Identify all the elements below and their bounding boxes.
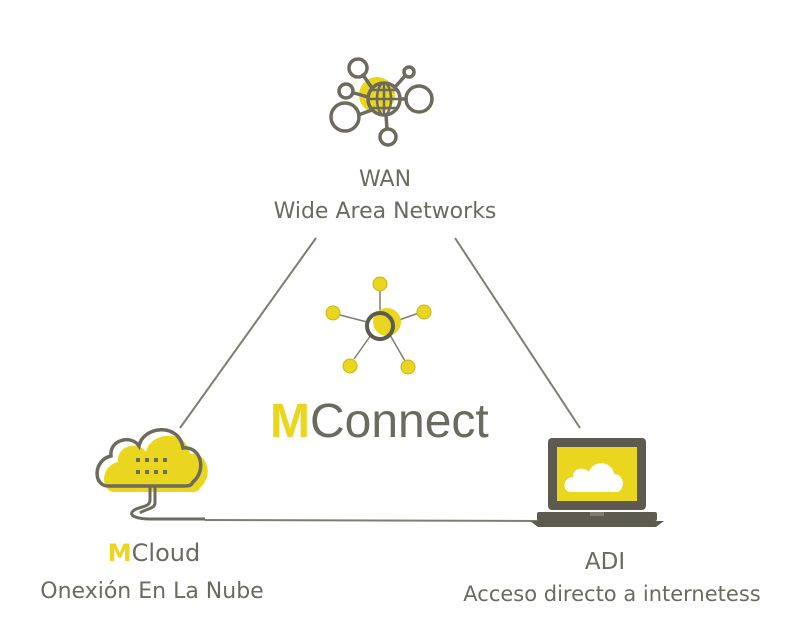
mcloud-brand-text: Cloud xyxy=(131,539,201,567)
network-globe-icon xyxy=(329,57,434,147)
mcloud-subtitle: Onexión En La Nube xyxy=(40,579,264,604)
mconnect-logo-m: M xyxy=(270,395,310,448)
wan-subtitle: Wide Area Networks xyxy=(273,199,497,224)
cloud-server-icon xyxy=(95,428,208,521)
mcloud-brand-m: M xyxy=(107,539,132,567)
line-wan-to-adi xyxy=(454,237,581,429)
mcloud-brand: MCloud xyxy=(94,538,214,568)
mconnect-logo-text: Connect xyxy=(309,395,489,448)
hub-nodes-icon xyxy=(325,276,432,375)
line-cloud-to-adi xyxy=(204,519,546,522)
wan-title: WAN xyxy=(358,167,412,192)
adi-subtitle: Acceso directo a internetess xyxy=(463,582,761,606)
mconnect-logo: MConnect xyxy=(270,394,500,454)
laptop-cloud-icon xyxy=(530,438,664,527)
adi-title: ADI xyxy=(584,549,626,575)
line-wan-to-cloud xyxy=(179,237,317,429)
connector-lines xyxy=(179,237,581,522)
